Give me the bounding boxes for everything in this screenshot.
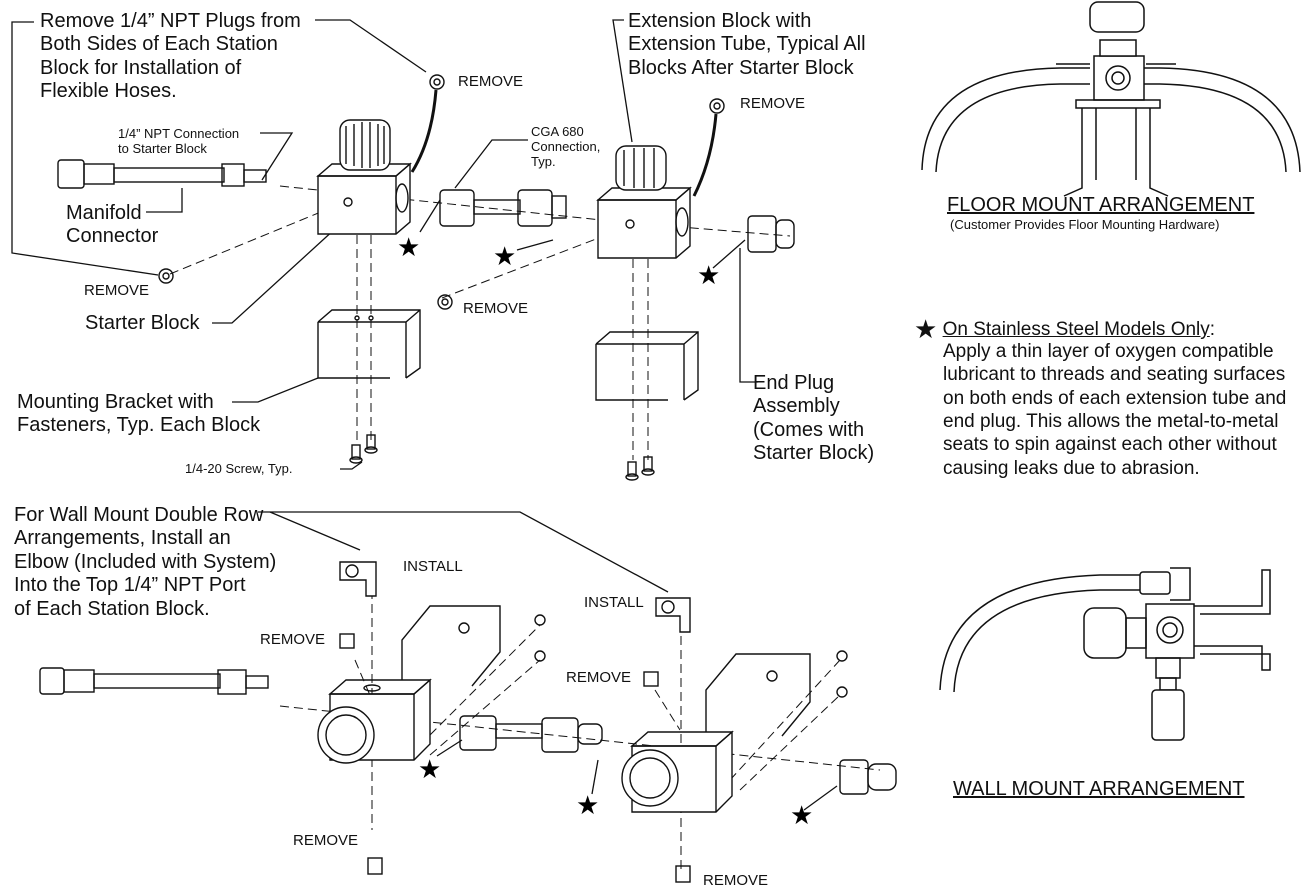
center-lines (169, 185, 881, 870)
floor-mount-subtitle: (Customer Provides Floor Mounting Hardwa… (950, 217, 1220, 232)
stainless-note-body: Apply a thin layer of oxygen compatible … (943, 341, 1287, 479)
leader-mounting-bracket (232, 377, 319, 403)
leader-wall-note-2 (269, 511, 361, 551)
leader-remove-plugs-top (315, 19, 427, 73)
callout-manifold-connector: Manifold Connector (66, 202, 159, 248)
elbow-2 (655, 597, 691, 633)
plug-top (429, 74, 445, 90)
leader-npt-connection (260, 132, 294, 181)
callout-starter-block: Starter Block (85, 312, 200, 334)
remove-label-8: REMOVE (703, 872, 769, 886)
star-icon: ★ (914, 314, 938, 344)
star-icon: ★ (418, 754, 442, 784)
leader-starter-block (212, 227, 337, 324)
star-icon: ★ (397, 232, 421, 262)
star-icon: ★ (576, 790, 600, 820)
floor-mount-title: FLOOR MOUNT ARRANGEMENT (947, 194, 1255, 216)
top-assembly (57, 74, 795, 481)
install-label-2: INSTALL (584, 594, 644, 611)
callout-screw: 1/4-20 Screw, Typ. (185, 461, 293, 476)
callout-npt-connection: 1/4” NPT Connection to Starter Block (118, 126, 240, 157)
starter-knob (339, 119, 391, 171)
remove-label-6: REMOVE (566, 669, 632, 686)
floor-mount-drawing (921, 1, 1301, 197)
star-icon: ★ (697, 260, 721, 290)
elbow-1 (339, 561, 377, 597)
callout-cga-connection: CGA 680 Connection, Typ. (531, 124, 601, 170)
wall-assembly (39, 561, 897, 883)
remove-label-3: REMOVE (84, 282, 150, 299)
extension-tube-nut-1 (439, 189, 475, 227)
wall-mount-title: WALL MOUNT ARRANGEMENT (953, 778, 1245, 800)
callout-end-plug: End Plug Assembly (Comes with Starter Bl… (753, 372, 875, 465)
stainless-note-colon: : (1209, 319, 1216, 340)
leader-extension-block (612, 19, 633, 143)
leader-manifold-connector (146, 188, 183, 213)
stainless-note-heading-row: ★ On Stainless Steel Models Only: (914, 314, 1215, 344)
wall-mount-drawing (939, 567, 1271, 741)
leader-wall-note (258, 511, 669, 593)
leader-screw (340, 461, 363, 470)
leader-cga (454, 139, 528, 189)
star-icon: ★ (790, 800, 814, 830)
remove-label-4: REMOVE (463, 300, 529, 317)
plug-left (158, 268, 174, 284)
remove-label-2: REMOVE (740, 95, 806, 112)
callout-extension-block: Extension Block with Extension Tube, Typ… (628, 10, 866, 79)
callout-remove-plugs: Remove 1/4” NPT Plugs from Both Sides of… (40, 10, 301, 103)
callout-wall-mount-note: For Wall Mount Double Row Arrangements, … (14, 504, 277, 620)
bracket-1 (317, 309, 421, 379)
extension-tube-nut-2 (517, 189, 553, 227)
bracket-2 (595, 331, 699, 401)
leader-remove-plugs-left (11, 21, 159, 276)
stainless-note-heading: On Stainless Steel Models Only (942, 319, 1210, 340)
remove-label-5: REMOVE (260, 631, 326, 648)
leader-lines (11, 19, 838, 811)
star-icon: ★ (493, 241, 517, 271)
manifold-hex-left (57, 159, 85, 189)
callout-mounting-bracket: Mounting Bracket with Fasteners, Typ. Ea… (17, 391, 261, 437)
leader-end-plug (739, 248, 758, 383)
remove-label-7: REMOVE (293, 832, 359, 849)
remove-label-1: REMOVE (458, 73, 524, 90)
install-label-1: INSTALL (403, 558, 463, 575)
